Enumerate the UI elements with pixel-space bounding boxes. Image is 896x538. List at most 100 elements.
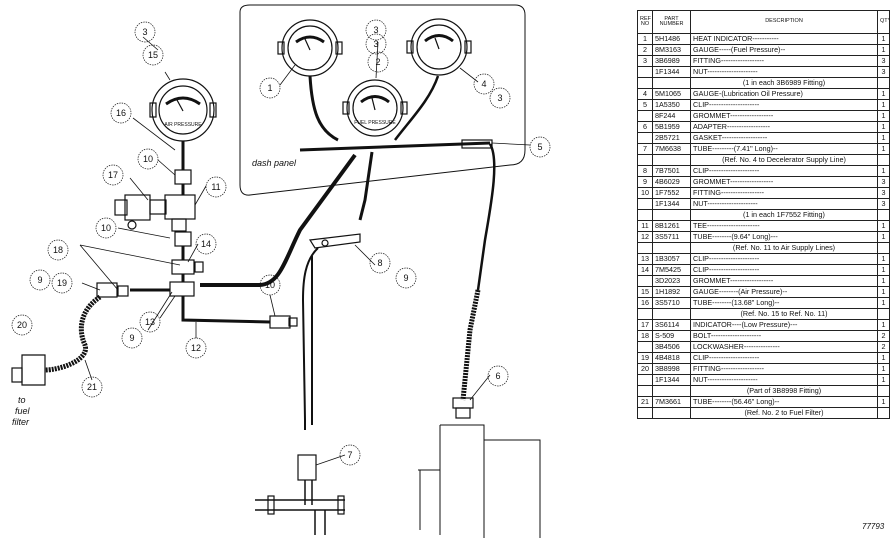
cell-part bbox=[652, 407, 691, 419]
callout-circle bbox=[185, 337, 207, 359]
callout-circle bbox=[395, 267, 417, 289]
cell-desc: NUT--------------------- bbox=[690, 374, 878, 386]
cell-desc: INDICATOR----(Low Pressure)--- bbox=[690, 319, 878, 331]
cell-ref bbox=[637, 198, 653, 210]
cell-ref bbox=[637, 407, 653, 419]
cell-ref: 7 bbox=[637, 143, 653, 155]
callout-number: 19 bbox=[57, 278, 67, 288]
callout-circle bbox=[47, 239, 69, 261]
callout-circle bbox=[489, 87, 511, 109]
callout-number: 16 bbox=[116, 108, 126, 118]
cell-desc: (Ref. No. 4 to Decelerator Supply Line) bbox=[690, 154, 878, 166]
callout-number: 11 bbox=[211, 182, 220, 192]
cell-ref: 2 bbox=[637, 44, 653, 56]
cell-ref: 18 bbox=[637, 330, 653, 342]
cell-desc: GAUGE--------(Air Pressure)-- bbox=[690, 286, 878, 298]
cell-desc: TUBE--------(56.46" Long)-- bbox=[690, 396, 878, 408]
cell-qty: 1 bbox=[877, 286, 890, 298]
cell-ref: 6 bbox=[637, 121, 653, 133]
cell-qty bbox=[877, 308, 890, 320]
cell-part: 3B8998 bbox=[652, 363, 691, 375]
cell-qty bbox=[877, 385, 890, 397]
cell-qty bbox=[877, 154, 890, 166]
callout-circle bbox=[11, 314, 33, 336]
callout-circle bbox=[529, 136, 551, 158]
cell-part: 3B6989 bbox=[652, 55, 691, 67]
cell-qty: 1 bbox=[877, 319, 890, 331]
cell-desc: GROMMET------------------ bbox=[690, 176, 878, 188]
cell-ref: 12 bbox=[637, 231, 653, 243]
cell-qty: 3 bbox=[877, 198, 890, 210]
callout-number: 8 bbox=[377, 258, 382, 268]
cell-part: 3B4506 bbox=[652, 341, 691, 353]
cell-qty: 1 bbox=[877, 88, 890, 100]
cell-qty: 1 bbox=[877, 374, 890, 386]
callout-number: 6 bbox=[495, 371, 500, 381]
cell-ref: 5 bbox=[637, 99, 653, 111]
cell-qty bbox=[877, 209, 890, 221]
filter-label: filter bbox=[12, 417, 30, 427]
callout-circle bbox=[29, 269, 51, 291]
cell-desc: (1 in each 1F7552 Fitting) bbox=[690, 209, 878, 221]
cell-part: 5H1486 bbox=[652, 33, 691, 45]
callout-circle bbox=[81, 376, 103, 398]
cell-qty: 1 bbox=[877, 275, 890, 287]
cell-qty: 1 bbox=[877, 297, 890, 309]
cell-ref: 9 bbox=[637, 176, 653, 188]
callout-number: 18 bbox=[53, 245, 63, 255]
cell-desc: CLIP--------------------- bbox=[690, 264, 878, 276]
parts-table: REF NO PART NUMBER DESCRIPTION QTY 15H14… bbox=[637, 10, 890, 419]
cell-part: 7M3661 bbox=[652, 396, 691, 408]
cell-desc: GROMMET------------------ bbox=[690, 110, 878, 122]
cell-part: S-509 bbox=[652, 330, 691, 342]
cell-ref: 16 bbox=[637, 297, 653, 309]
callout-circle bbox=[95, 217, 117, 239]
cell-ref: 1 bbox=[637, 33, 653, 45]
cell-part: 1A5350 bbox=[652, 99, 691, 111]
header-desc: DESCRIPTION bbox=[690, 10, 878, 34]
cell-qty: 1 bbox=[877, 220, 890, 232]
cell-part: 1F1344 bbox=[652, 374, 691, 386]
cell-part: 7B7501 bbox=[652, 165, 691, 177]
cell-part: 1F7552 bbox=[652, 187, 691, 199]
parts-diagram: FUEL PRESSURE AIR PRESSURE dash panel to… bbox=[11, 4, 551, 538]
cell-qty: 3 bbox=[877, 187, 890, 199]
callout-circle bbox=[110, 102, 132, 124]
table-row: (Part of 3B8998 Fitting) bbox=[637, 385, 890, 397]
callout-number: 10 bbox=[101, 223, 111, 233]
cell-ref: 14 bbox=[637, 264, 653, 276]
callout-number: 3 bbox=[497, 93, 502, 103]
callout-number: 14 bbox=[201, 239, 211, 249]
cell-qty: 1 bbox=[877, 121, 890, 133]
cell-ref: 10 bbox=[637, 187, 653, 199]
heat-indicator-gauge bbox=[277, 19, 343, 77]
cell-part bbox=[652, 308, 691, 320]
callout-number: 9 bbox=[403, 273, 408, 283]
cell-ref bbox=[637, 66, 653, 78]
cell-desc: ADAPTER------------------ bbox=[690, 121, 878, 133]
callout-circle bbox=[367, 51, 389, 73]
cell-part: 3S5710 bbox=[652, 297, 691, 309]
cell-qty bbox=[877, 77, 890, 89]
cell-ref bbox=[637, 242, 653, 254]
cell-desc: FITTING------------------ bbox=[690, 187, 878, 199]
fuel-pressure-dial-text: FUEL PRESSURE bbox=[354, 120, 396, 126]
callout-circle bbox=[487, 365, 509, 387]
cell-ref: 20 bbox=[637, 363, 653, 375]
cell-desc: BOLT--------------------- bbox=[690, 330, 878, 342]
callout-number: 10 bbox=[265, 280, 275, 290]
cell-ref: 17 bbox=[637, 319, 653, 331]
cell-desc: NUT--------------------- bbox=[690, 198, 878, 210]
